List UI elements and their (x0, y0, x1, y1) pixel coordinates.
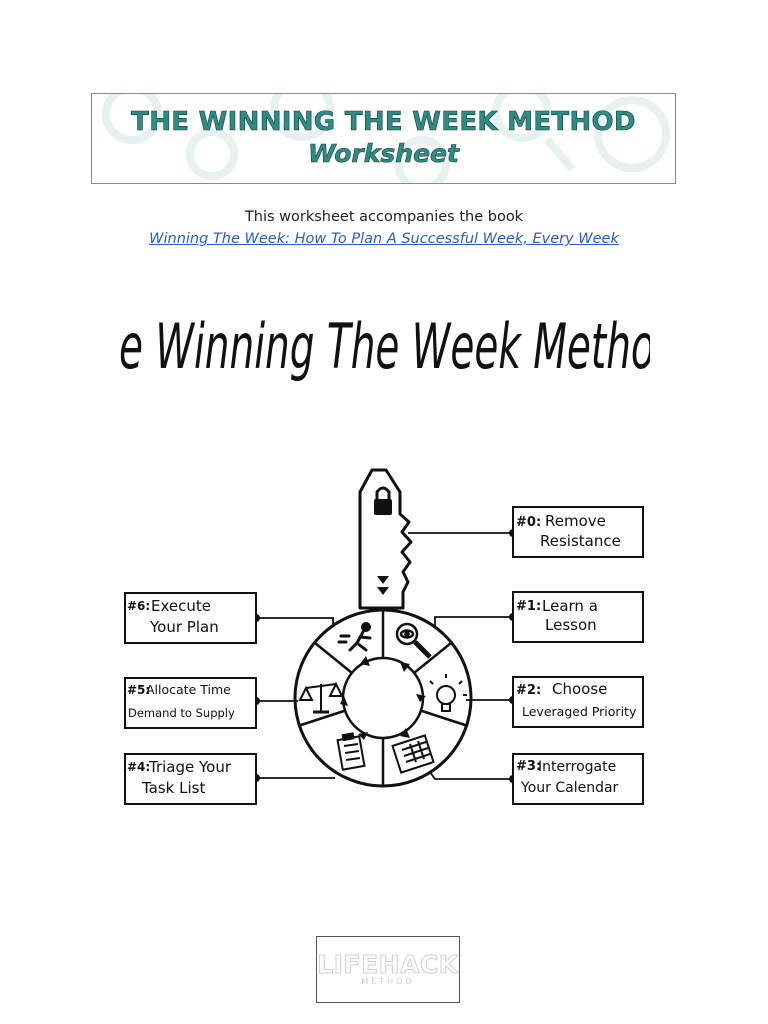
step-number: #1: (516, 599, 541, 614)
step-line2: Your Calendar (520, 780, 619, 796)
step-box-1: #1: Learn a Lesson (512, 591, 644, 643)
scales-icon (298, 681, 344, 714)
calendar-icon (391, 734, 435, 774)
step-line2: Task List (141, 779, 205, 797)
runner-icon (337, 622, 372, 652)
step-line1: Remove (545, 512, 606, 530)
lifehack-logo: LIFEHACK METHOD (316, 936, 460, 1003)
step-line2: Your Plan (149, 618, 219, 636)
step-line1: Allocate Time (146, 682, 231, 697)
step-line1: Learn a (542, 597, 598, 615)
intro-text: This worksheet accompanies the book (244, 209, 524, 225)
connector-lines (256, 532, 513, 780)
clipboard-icon (336, 732, 366, 771)
method-diagram: The Winning The Week Method (120, 312, 650, 805)
step-box-4: #4: Triage Your Task List (124, 753, 257, 805)
banner-subtitle: Worksheet (308, 139, 459, 169)
step-box-5: #5: Allocate Time Demand to Supply (124, 677, 257, 729)
cycle-arrows-icon (340, 656, 426, 740)
step-line2: Resistance (540, 532, 621, 550)
step-number: #5: (127, 683, 150, 697)
step-number: #2: (516, 683, 541, 698)
key-shaft (358, 468, 413, 610)
step-box-6: #6: Execute Your Plan (124, 592, 257, 644)
step-box-2: #2: Choose Leveraged Priority (512, 676, 644, 728)
banner-title: THE WINNING THE WEEK METHOD (131, 107, 636, 138)
logo-main-text: LIFEHACK (317, 950, 459, 980)
wheel-center (341, 656, 425, 740)
lightbulb-icon (429, 674, 467, 712)
step-box-0: #0: Remove Resistance (512, 506, 644, 558)
diagram-title: The Winning The Week Method (120, 312, 650, 384)
step-number: #4: (127, 760, 150, 774)
wheel-dividers (297, 610, 469, 786)
lock-icon (374, 486, 392, 515)
step-number: #0: (516, 515, 541, 530)
banner-decoration (102, 94, 670, 183)
down-arrows-icon (377, 576, 389, 595)
step-line2: Demand to Supply (128, 706, 235, 720)
step-line1: Triage Your (148, 758, 232, 776)
step-line2: Lesson (545, 616, 597, 634)
logo-sub-text: METHOD (361, 977, 415, 986)
step-line1: Choose (552, 680, 607, 698)
step-line1: Execute (151, 597, 211, 615)
step-number: #3: (516, 759, 541, 774)
worksheet-banner: THE WINNING THE WEEK METHOD Worksheet (91, 93, 676, 184)
step-box-3: #3: Interrogate Your Calendar (512, 753, 644, 805)
step-number: #6: (127, 599, 150, 613)
book-link[interactable]: Winning The Week: How To Plan A Successf… (149, 231, 619, 247)
step-line1: Interrogate (538, 759, 616, 775)
step-line2: Leveraged Priority (522, 704, 637, 719)
magnifier-eye-icon (395, 622, 432, 659)
